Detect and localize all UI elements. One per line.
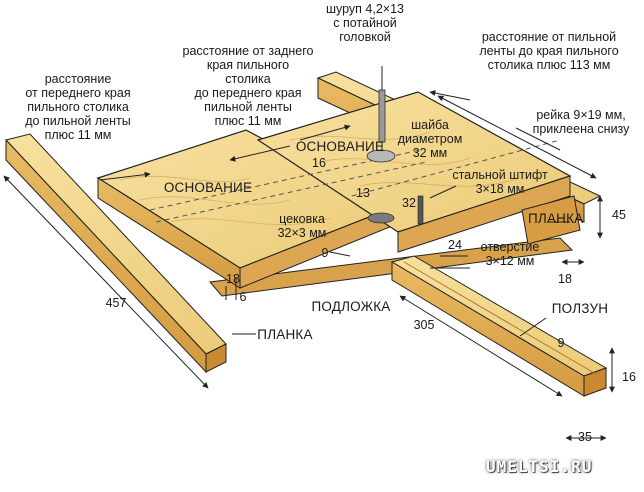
rear-distance-callout: расстояние от заднего края пильного стол… (182, 44, 314, 128)
dim-45: 45 (612, 208, 626, 222)
rail-callout: рейка 9×19 мм, приклеена снизу (532, 108, 630, 136)
strip-right (521, 195, 581, 245)
steel-pin-callout: стальной штифт 3×18 мм (452, 168, 548, 196)
base-left-label: ОСНОВАНИЕ (163, 180, 253, 195)
dim-24: 24 (448, 238, 462, 252)
slider-label: ПОЛЗУН (551, 301, 609, 316)
strip-left-label: ПЛАНКА (257, 327, 313, 342)
backing-board (209, 237, 574, 297)
dim-9-base: 9 (321, 246, 329, 260)
hardware (366, 66, 424, 225)
hole-callout: отверстие 3×12 мм (480, 240, 540, 268)
dim-6: 6 (239, 290, 247, 304)
site-watermark: UMELTSI.RU (486, 457, 593, 476)
base-right-label: ОСНОВАНИЕ (295, 139, 385, 154)
side-distance-callout: расстояние от пильной ленты до края пиль… (479, 30, 619, 72)
dim-18-left: 18 (226, 272, 240, 286)
dimension-lines (3, 90, 615, 441)
dim-305: 305 (413, 318, 435, 332)
backing-label: ПОДЛОЖКА (311, 299, 391, 314)
washer-callout: шайба диаметром 32 мм (397, 118, 463, 160)
dim-16-slider: 16 (622, 370, 636, 384)
dim-457: 457 (105, 296, 127, 310)
dim-35: 35 (578, 430, 592, 444)
strip-right-label: ПЛАНКА (528, 211, 584, 226)
counterbore-callout: цековка 32×3 мм (277, 212, 327, 240)
dim-9-slider: 9 (557, 336, 565, 350)
dim-32: 32 (402, 196, 416, 210)
dim-16-top: 16 (312, 156, 326, 170)
screw-callout: шуруп 4,2×13 с потайной головкой (325, 2, 405, 44)
dim-13: 13 (356, 186, 370, 200)
dim-18-right: 18 (558, 272, 572, 286)
front-distance-callout: расстояние от переднего края пильного ст… (25, 72, 131, 142)
